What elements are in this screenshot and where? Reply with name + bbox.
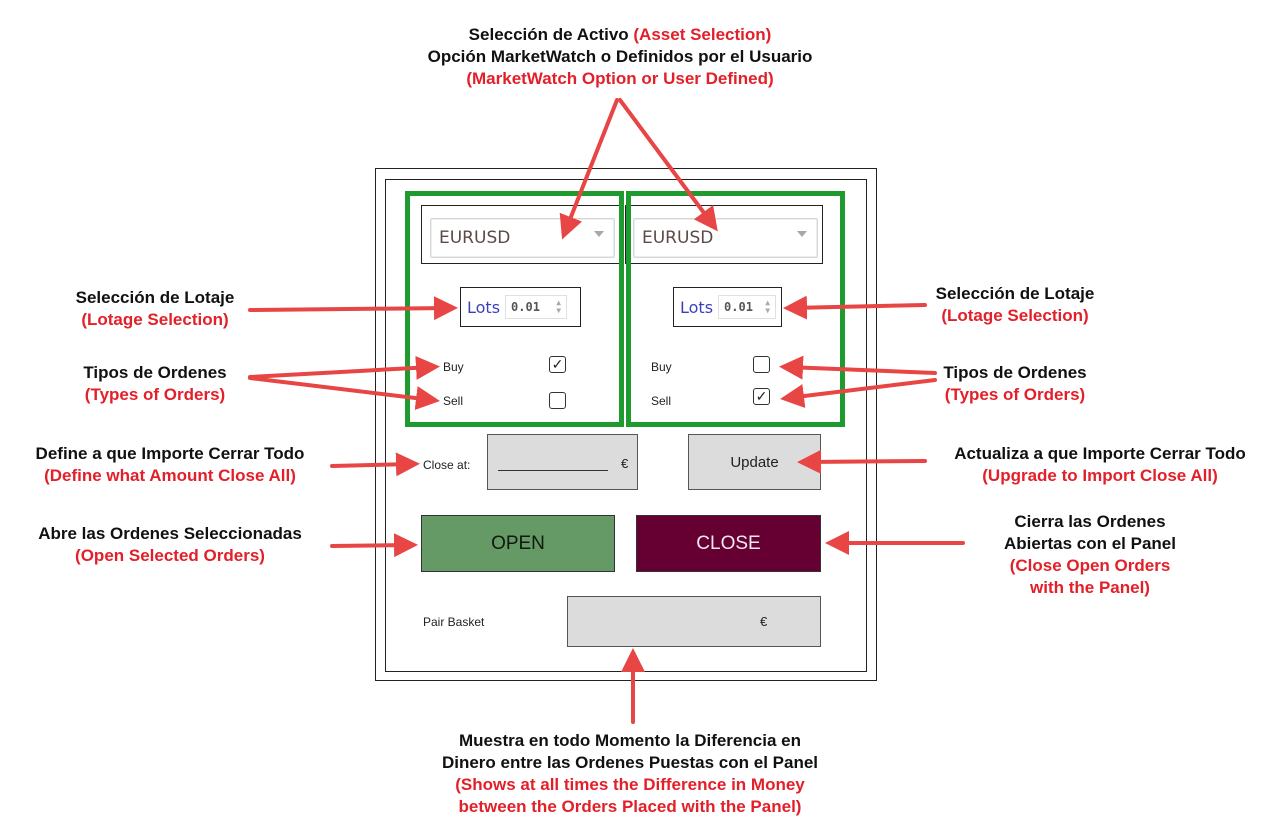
annotation-text-en: (Types of Orders) (84, 385, 226, 404)
lots-label: Lots (680, 297, 714, 317)
annotation-text-en: between the Orders Placed with the Panel… (458, 797, 802, 816)
annotation-text-en: (Shows at all times the Difference in Mo… (455, 775, 805, 794)
highlight-box-right (626, 191, 845, 427)
euro-symbol: € (760, 614, 768, 629)
highlight-box-left (405, 191, 624, 427)
spinner-icon[interactable]: ▲▼ (765, 298, 771, 315)
buy-checkbox-right[interactable] (753, 356, 770, 373)
lots-input-right[interactable]: 0.01 ▲▼ (718, 295, 777, 319)
annotation-orders-left: Tipos de Ordenes (Types of Orders) (40, 362, 270, 406)
annotation-text-en: (Types of Orders) (944, 385, 1086, 404)
annotation-text: Define a que Importe Cerrar Todo (35, 444, 305, 463)
open-button[interactable]: OPEN (421, 515, 615, 572)
pair-basket-label: Pair Basket (423, 615, 485, 629)
annotation-text: Dinero entre las Ordenes Puestas con el … (441, 753, 819, 772)
annotation-text-en: (Close Open Orders (1009, 556, 1171, 575)
sell-checkbox-left[interactable] (549, 392, 566, 409)
annotation-text: Actualiza a que Importe Cerrar Todo (954, 444, 1246, 463)
symbol-value: EURUSD (642, 228, 714, 248)
annotation-text: Tipos de Ordenes (943, 363, 1087, 382)
annotation-text: Selección de Activo (468, 25, 629, 44)
lots-value: 0.01 (511, 300, 540, 314)
annotation-text-en: (Open Selected Orders) (75, 546, 265, 565)
annotation-text: Tipos de Ordenes (83, 363, 227, 382)
lots-box-left: Lots 0.01 ▲▼ (460, 287, 581, 327)
annotation-text-en: (MarketWatch Option or User Defined) (466, 69, 774, 88)
symbol-value: EURUSD (439, 228, 511, 248)
close-at-value-field (498, 470, 608, 471)
annotation-text: Cierra las Ordenes (1014, 512, 1166, 531)
annotation-close-at: Define a que Importe Cerrar Todo (Define… (0, 443, 340, 487)
buy-label-left: Buy (443, 360, 464, 374)
annotation-text: Selección de Lotaje (75, 288, 235, 307)
annotation-text-en: (Define what Amount Close All) (44, 466, 296, 485)
annotation-lotage-right: Selección de Lotaje (Lotage Selection) (905, 283, 1125, 327)
close-at-label: Close at: (423, 458, 471, 472)
open-button-label: OPEN (491, 532, 545, 554)
spinner-icon[interactable]: ▲▼ (556, 298, 562, 315)
check-icon: ✓ (551, 356, 564, 372)
annotation-asset-selection: Selección de Activo (Asset Selection) Op… (380, 24, 860, 90)
chevron-down-icon (594, 231, 604, 237)
sell-checkbox-right[interactable]: ✓ (753, 388, 770, 405)
annotation-text-en: (Lotage Selection) (941, 306, 1089, 325)
annotation-text-en: (Upgrade to Import Close All) (982, 466, 1218, 485)
check-icon: ✓ (755, 388, 768, 404)
buy-label-right: Buy (651, 360, 672, 374)
lots-value: 0.01 (724, 300, 753, 314)
lots-box-right: Lots 0.01 ▲▼ (673, 287, 782, 327)
annotation-update: Actualiza a que Importe Cerrar Todo (Upg… (925, 443, 1275, 487)
annotation-text-en: (Asset Selection) (633, 25, 772, 44)
update-button-label: Update (730, 453, 779, 471)
annotation-text: Abiertas con el Panel (1004, 534, 1176, 553)
sell-label-left: Sell (443, 394, 464, 408)
annotation-text-en: (Lotage Selection) (81, 310, 229, 329)
buy-checkbox-left[interactable]: ✓ (549, 356, 566, 373)
annotation-orders-right: Tipos de Ordenes (Types of Orders) (915, 362, 1115, 406)
annotation-text: Abre las Ordenes Seleccionadas (38, 524, 302, 543)
close-button[interactable]: CLOSE (636, 515, 821, 572)
annotation-text: Opción MarketWatch o Definidos por el Us… (427, 47, 813, 66)
lots-label: Lots (467, 297, 501, 317)
euro-symbol: € (621, 456, 629, 471)
annotation-lotage-left: Selección de Lotaje (Lotage Selection) (40, 287, 270, 331)
annotation-text: Muestra en todo Momento la Diferencia en (459, 731, 801, 750)
annotation-text: Selección de Lotaje (935, 284, 1095, 303)
annotation-text-en: with the Panel) (1030, 578, 1150, 597)
close-button-label: CLOSE (696, 532, 761, 554)
update-button[interactable]: Update (688, 434, 821, 490)
pair-basket-display: € (567, 596, 821, 647)
close-at-input[interactable]: € (487, 434, 638, 490)
annotation-open: Abre las Ordenes Seleccionadas (Open Sel… (0, 523, 340, 567)
sell-label-right: Sell (651, 394, 672, 408)
annotation-pair-basket: Muestra en todo Momento la Diferencia en… (400, 730, 860, 818)
lots-input-left[interactable]: 0.01 ▲▼ (505, 295, 568, 319)
annotation-close: Cierra las Ordenes Abiertas con el Panel… (970, 511, 1210, 599)
chevron-down-icon (797, 231, 807, 237)
